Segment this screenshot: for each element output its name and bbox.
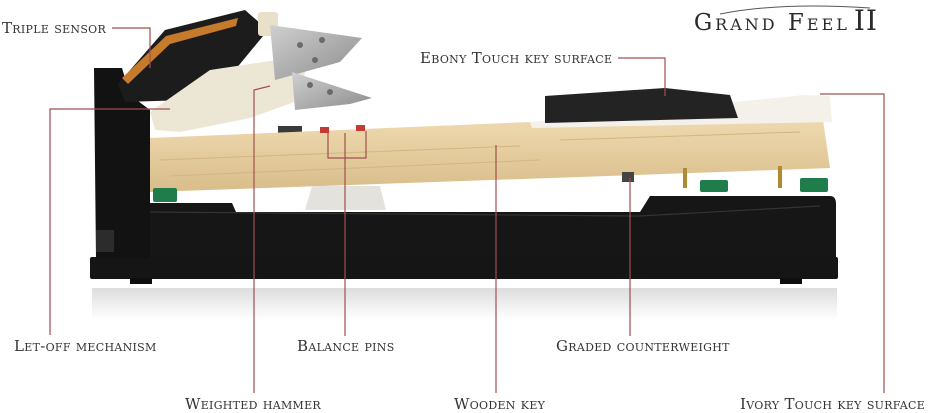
brand-words: Grand Feel — [693, 10, 850, 36]
guide-post-a — [683, 168, 687, 188]
label-weighted-hammer: Weighted hammer — [185, 395, 322, 413]
leader-lines — [49, 27, 885, 393]
label-ebony-touch: Ebony Touch key surface — [420, 49, 613, 67]
key-front-cap — [278, 126, 302, 133]
ebony-touch-key — [545, 88, 738, 123]
hammer-weight-upper — [270, 25, 362, 80]
chassis — [140, 196, 836, 258]
label-let-off: Let-off mechanism — [14, 337, 157, 355]
felt-pad-right — [800, 178, 828, 192]
counterweight-bolt — [622, 172, 634, 182]
wooden-key-grain — [159, 131, 801, 177]
felt-pad-left — [153, 188, 177, 202]
guide-post-b — [778, 166, 782, 188]
left-frame — [94, 68, 150, 258]
base-plate — [90, 257, 838, 279]
felt-pad-mid — [700, 180, 728, 192]
sensor-board — [122, 18, 238, 84]
balance-pin-front — [320, 127, 329, 133]
floor-reflection — [92, 288, 837, 320]
left-frame-edge — [96, 230, 114, 252]
action-lever — [150, 58, 305, 132]
hammer-arm — [118, 10, 268, 102]
balance-pin-rear — [356, 125, 365, 131]
base-foot-left — [130, 278, 152, 284]
label-balance-pins: Balance pins — [297, 337, 395, 355]
label-wooden-key: Wooden key — [454, 395, 546, 413]
brand-swoosh — [719, 5, 871, 15]
label-ivory-touch: Ivory Touch key surface — [740, 395, 926, 413]
wooden-key — [150, 113, 830, 192]
label-graded-counterweight: Graded counterweight — [556, 337, 730, 355]
base-foot-right — [780, 278, 802, 284]
brand-numeral: II — [853, 4, 878, 37]
chassis-highlight — [149, 205, 821, 217]
label-triple-sensor: Triple sensor — [2, 19, 107, 37]
